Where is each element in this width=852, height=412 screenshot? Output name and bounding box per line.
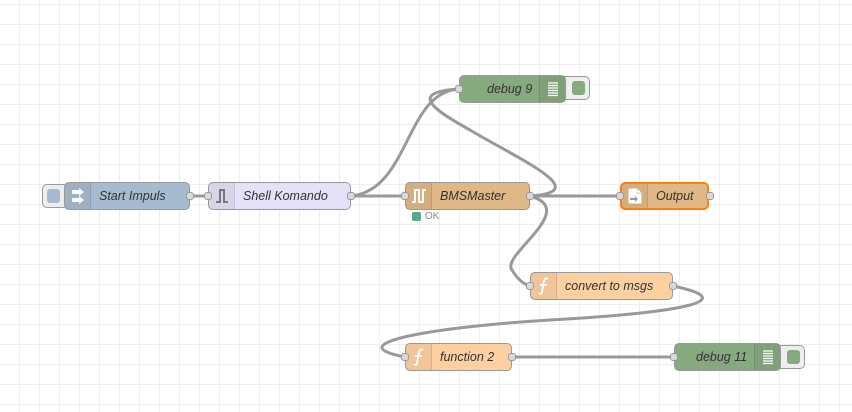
node-label: Shell Komando [243, 189, 328, 203]
input-port[interactable] [401, 192, 409, 200]
node-label: debug 11 [696, 350, 748, 364]
node-label: debug 9 [487, 82, 533, 96]
output-port[interactable] [526, 192, 534, 200]
node-label: convert to msgs [565, 279, 654, 293]
output-port[interactable] [347, 192, 355, 200]
input-port[interactable] [455, 85, 463, 93]
inject-button-knob[interactable] [47, 189, 60, 203]
file-icon [622, 184, 648, 208]
debug-list-icon [754, 344, 780, 370]
node-label: Output [656, 189, 694, 203]
node-debug-11[interactable]: debug 11 [674, 343, 781, 371]
output-port[interactable] [186, 192, 194, 200]
debug-list-icon [539, 76, 565, 102]
function-icon [406, 344, 432, 370]
debug-toggle-knob[interactable] [572, 81, 585, 95]
node-debug-9[interactable]: debug 9 [459, 75, 566, 103]
node-label: Start Impuls [99, 189, 166, 203]
node-label: function 2 [440, 350, 495, 364]
node-convert-to-msgs[interactable]: convert to msgs [530, 272, 673, 300]
node-function-2[interactable]: function 2 [405, 343, 512, 371]
status-dot [412, 212, 421, 221]
input-port[interactable] [616, 192, 624, 200]
inject-icon [65, 183, 91, 209]
wire-shell-to-debug9 [349, 87, 461, 198]
wire-bmsmaster-to-debug9 [428, 87, 557, 198]
node-status: OK [412, 211, 439, 222]
input-port[interactable] [401, 353, 409, 361]
trigger-icon [209, 183, 235, 209]
status-text: OK [425, 211, 440, 222]
node-bmsmaster[interactable]: BMSMaster [405, 182, 530, 210]
node-output[interactable]: Output [620, 182, 709, 210]
node-shell-komando[interactable]: Shell Komando [208, 182, 351, 210]
debug-toggle-knob[interactable] [787, 350, 800, 364]
output-port[interactable] [669, 282, 677, 290]
input-port[interactable] [204, 192, 212, 200]
output-port[interactable] [508, 353, 516, 361]
node-start-impuls[interactable]: Start Impuls [64, 182, 190, 210]
input-port[interactable] [670, 353, 678, 361]
output-port[interactable] [706, 192, 714, 200]
inject-trigger-button[interactable] [42, 184, 68, 208]
node-label: BMSMaster [440, 189, 506, 203]
wire-bmsmaster-to-convert [509, 194, 549, 288]
function-icon [531, 273, 557, 299]
wire-convert-to-function2 [380, 284, 704, 359]
trigger-icon [406, 183, 432, 209]
input-port[interactable] [526, 282, 534, 290]
